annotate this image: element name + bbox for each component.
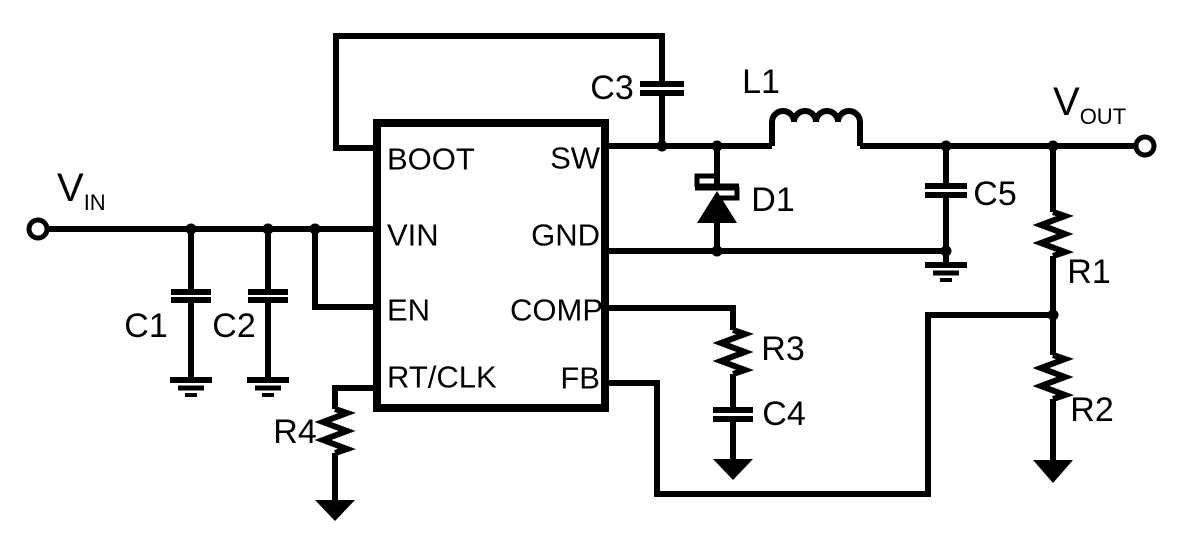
vout-terminal	[1133, 134, 1157, 158]
wire-en	[312, 229, 377, 310]
vout-label: VOUT	[1053, 80, 1127, 129]
r2-label: R2	[1070, 391, 1114, 429]
wire-boot-loop	[333, 33, 665, 151]
resistor-r3	[712, 327, 754, 407]
d1-label: D1	[751, 181, 795, 219]
vin-label: VIN	[57, 166, 106, 215]
c3-label: C3	[590, 69, 634, 107]
c2-label: C2	[212, 307, 256, 345]
capacitor-c4	[713, 407, 753, 480]
ic-pin-label-comp: COMP	[510, 292, 603, 328]
ic-pin-label-boot: BOOT	[387, 141, 475, 177]
ic-pin-label-sw: SW	[550, 140, 600, 176]
wire-rtclk	[332, 385, 377, 409]
wire-comp	[605, 305, 736, 330]
ic-pin-label-en: EN	[387, 292, 431, 328]
ic-pin-label-fb: FB	[560, 360, 600, 396]
junction-dots	[185, 140, 1059, 321]
r3-label: R3	[761, 330, 805, 368]
resistor-r2	[1032, 315, 1074, 483]
l1-label: L1	[742, 63, 780, 101]
capacitor-c1	[170, 229, 212, 397]
ic-pin-label-vin: VIN	[387, 217, 439, 253]
c1-label: C1	[124, 307, 168, 345]
ic-box	[373, 119, 609, 412]
ic-pin-label-rtclk: RT/CLK	[387, 359, 497, 395]
vin-terminal	[26, 217, 50, 241]
resistor-r1	[1032, 146, 1074, 315]
inductor-l1	[769, 108, 863, 146]
capacitor-c3	[640, 81, 684, 146]
resistor-r4	[314, 406, 356, 521]
r4-label: R4	[273, 413, 317, 451]
r1-label: R1	[1067, 253, 1111, 291]
capacitor-c2	[247, 229, 289, 397]
c5-label: C5	[973, 175, 1017, 213]
wire-fb	[605, 312, 1053, 497]
c4-label: C4	[762, 395, 806, 433]
ic-pin-label-gnd: GND	[531, 217, 600, 253]
